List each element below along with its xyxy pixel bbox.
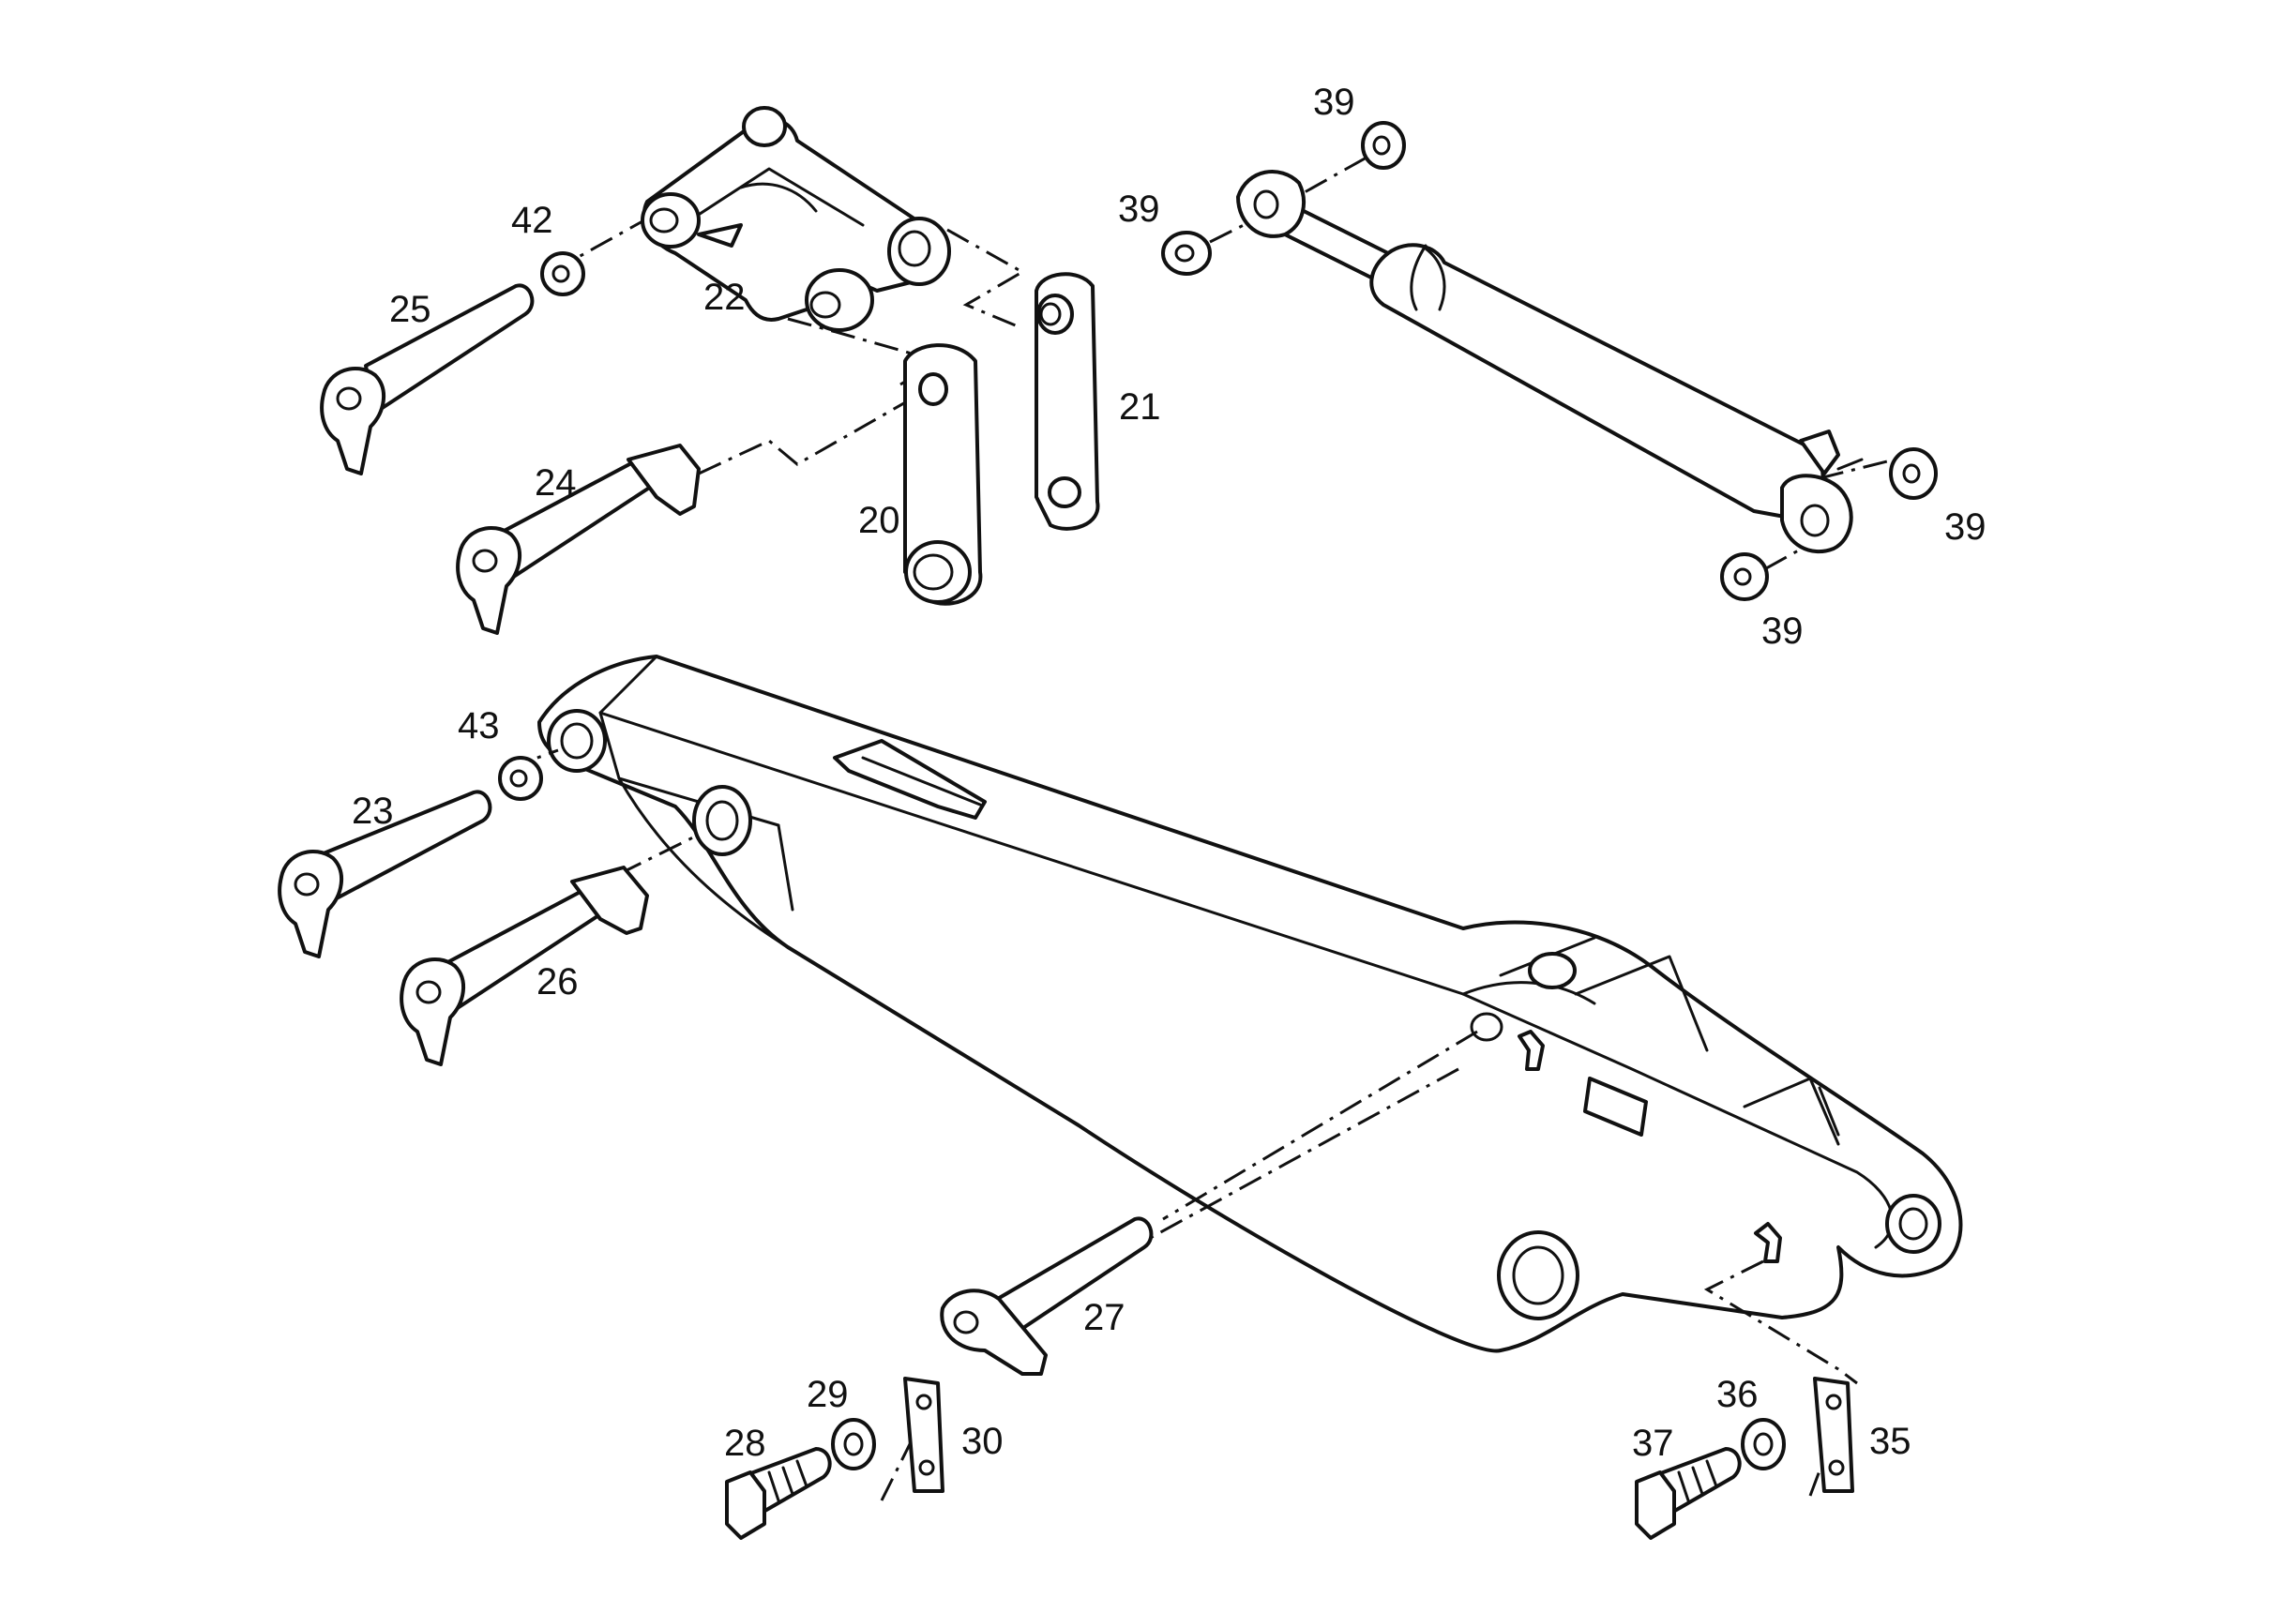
label-part-35: 35 bbox=[1869, 1421, 1911, 1462]
label-part-20: 20 bbox=[858, 500, 900, 541]
pin-part-23 bbox=[278, 790, 492, 958]
washer-part-39-left bbox=[1161, 231, 1212, 276]
washer-part-39-top bbox=[1361, 121, 1406, 170]
washer-part-36 bbox=[1741, 1418, 1786, 1470]
label-part-21: 21 bbox=[1119, 386, 1161, 428]
assembly-lines bbox=[506, 143, 1896, 1501]
label-part-25: 25 bbox=[389, 289, 431, 330]
plate-part-35 bbox=[1813, 1377, 1854, 1493]
label-part-39-left: 39 bbox=[1118, 188, 1160, 230]
label-part-22: 22 bbox=[703, 277, 746, 318]
washer-part-39-bottom bbox=[1720, 552, 1769, 601]
pin-part-25 bbox=[320, 283, 535, 475]
label-part-29: 29 bbox=[807, 1374, 849, 1415]
pin-part-26 bbox=[400, 866, 649, 1066]
pin-part-24 bbox=[456, 444, 701, 635]
hydraulic-cylinder bbox=[1236, 170, 1864, 554]
label-part-42: 42 bbox=[511, 200, 553, 241]
label-part-36: 36 bbox=[1716, 1374, 1759, 1415]
part-labels: 20 21 22 23 24 25 26 27 28 29 30 35 36 3… bbox=[352, 82, 1986, 1464]
label-part-27: 27 bbox=[1083, 1297, 1125, 1338]
link-bar-part-20 bbox=[903, 343, 983, 606]
label-part-26: 26 bbox=[536, 961, 579, 1002]
link-part-22 bbox=[641, 106, 951, 332]
bolt-part-37 bbox=[1635, 1447, 1742, 1540]
bolt-part-28 bbox=[725, 1447, 832, 1540]
washer-part-29 bbox=[831, 1418, 876, 1470]
washer-part-39-right bbox=[1889, 447, 1938, 500]
plate-part-30 bbox=[903, 1377, 944, 1493]
label-part-39-right: 39 bbox=[1944, 506, 1986, 548]
boom-arm bbox=[537, 655, 1963, 1353]
label-part-37: 37 bbox=[1632, 1423, 1674, 1464]
washer-part-42 bbox=[540, 251, 585, 296]
label-part-28: 28 bbox=[724, 1423, 766, 1464]
label-part-30: 30 bbox=[961, 1421, 1004, 1462]
label-part-24: 24 bbox=[535, 462, 577, 504]
label-part-43: 43 bbox=[458, 705, 500, 746]
label-part-39-top: 39 bbox=[1313, 82, 1355, 123]
link-bar-part-21 bbox=[1035, 272, 1100, 531]
washer-part-43 bbox=[498, 756, 543, 801]
pin-part-27 bbox=[940, 1216, 1154, 1376]
label-part-23: 23 bbox=[352, 791, 394, 832]
label-part-39-bottom: 39 bbox=[1761, 611, 1804, 652]
